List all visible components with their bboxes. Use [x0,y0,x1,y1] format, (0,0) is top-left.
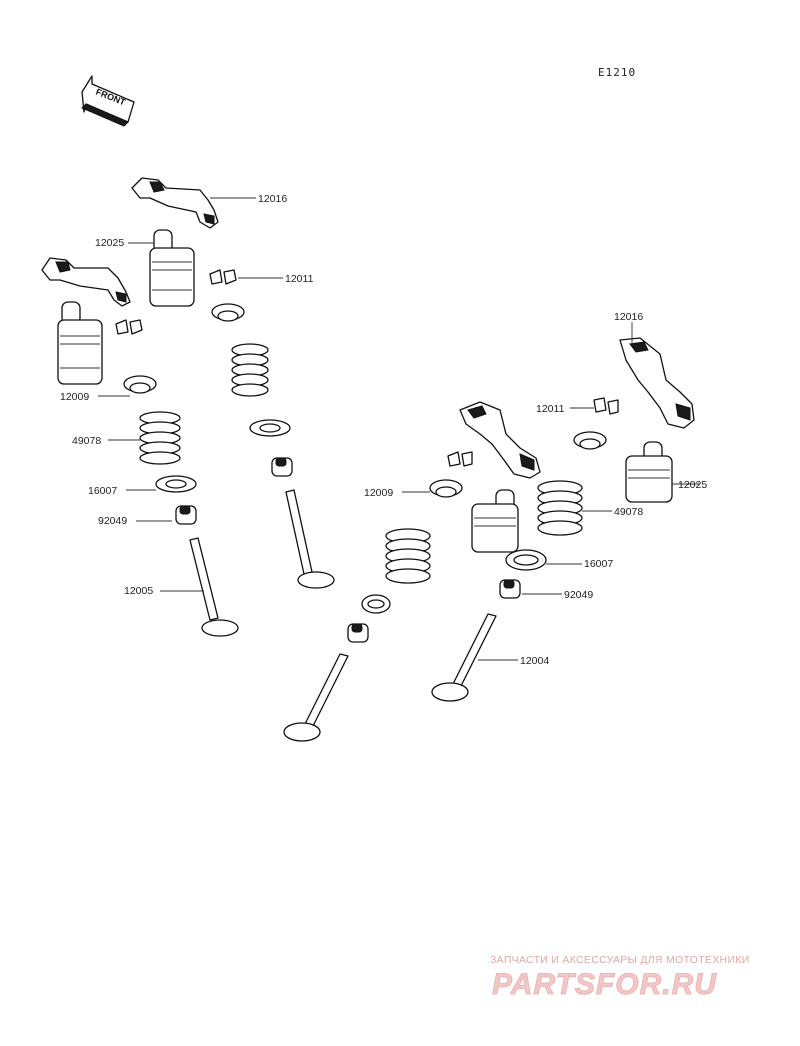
valve-center [285,489,335,589]
callout-12016-right: 12016 [614,311,643,323]
callout-12005: 12005 [124,585,153,597]
callout-12009-left: 12009 [60,391,89,403]
front-arrow-icon: FRONT [81,75,135,127]
callout-12009-right: 12009 [364,487,393,499]
callout-12004: 12004 [520,655,549,667]
callout-49078-left: 49078 [72,435,101,447]
keeper-left-lower [115,319,143,335]
callout-49078-right: 49078 [614,506,643,518]
rocker-arm-left-second [41,257,131,307]
seal-right [499,579,521,599]
rocker-arm-right-second [459,401,541,479]
rocker-arm-right-top [619,337,695,429]
keeper-right [593,397,619,415]
seal-lower-center [347,623,369,643]
callout-12011-left: 12011 [285,273,314,285]
valve-right [431,613,497,702]
retainer-right-upper [573,431,607,450]
lifter-left-upper [149,229,195,307]
seat-center [249,419,291,437]
lifter-right-lower [471,489,519,553]
seal-center [271,457,293,477]
spring-center-column [231,343,269,397]
callout-12016-left: 12016 [258,193,287,205]
diagram-code: E1210 [598,66,636,79]
callout-12025-right: 12025 [678,479,707,491]
keeper-left [209,269,237,285]
retainer-center-upper [211,303,245,322]
valve-lower-center [283,653,349,742]
seat-right [505,549,547,571]
callout-16007-right: 16007 [584,558,613,570]
retainer-left [123,375,157,394]
callout-12025-left: 12025 [95,237,124,249]
spring-lower-center [385,528,431,584]
watermark-tagline: ЗАПЧАСТИ И АКСЕССУАРЫ ДЛЯ МОТОТЕХНИКИ [490,954,750,966]
keeper-right-lower [447,451,473,467]
seal-left [175,505,197,525]
spring-left [139,411,181,465]
retainer-right [429,479,463,498]
lifter-left-lower [57,301,103,385]
callout-92049-right: 92049 [564,589,593,601]
lifter-right [625,441,673,503]
callout-12011-right: 12011 [536,403,565,415]
valve-left [189,537,239,637]
seat-left [155,475,197,493]
seat-lower-center [361,594,391,614]
spring-right [537,480,583,536]
callout-16007-left: 16007 [88,485,117,497]
rocker-arm-left-top [131,177,219,229]
callout-92049-left: 92049 [98,515,127,527]
watermark-logo: PARTSFOR.RU [492,968,717,1001]
